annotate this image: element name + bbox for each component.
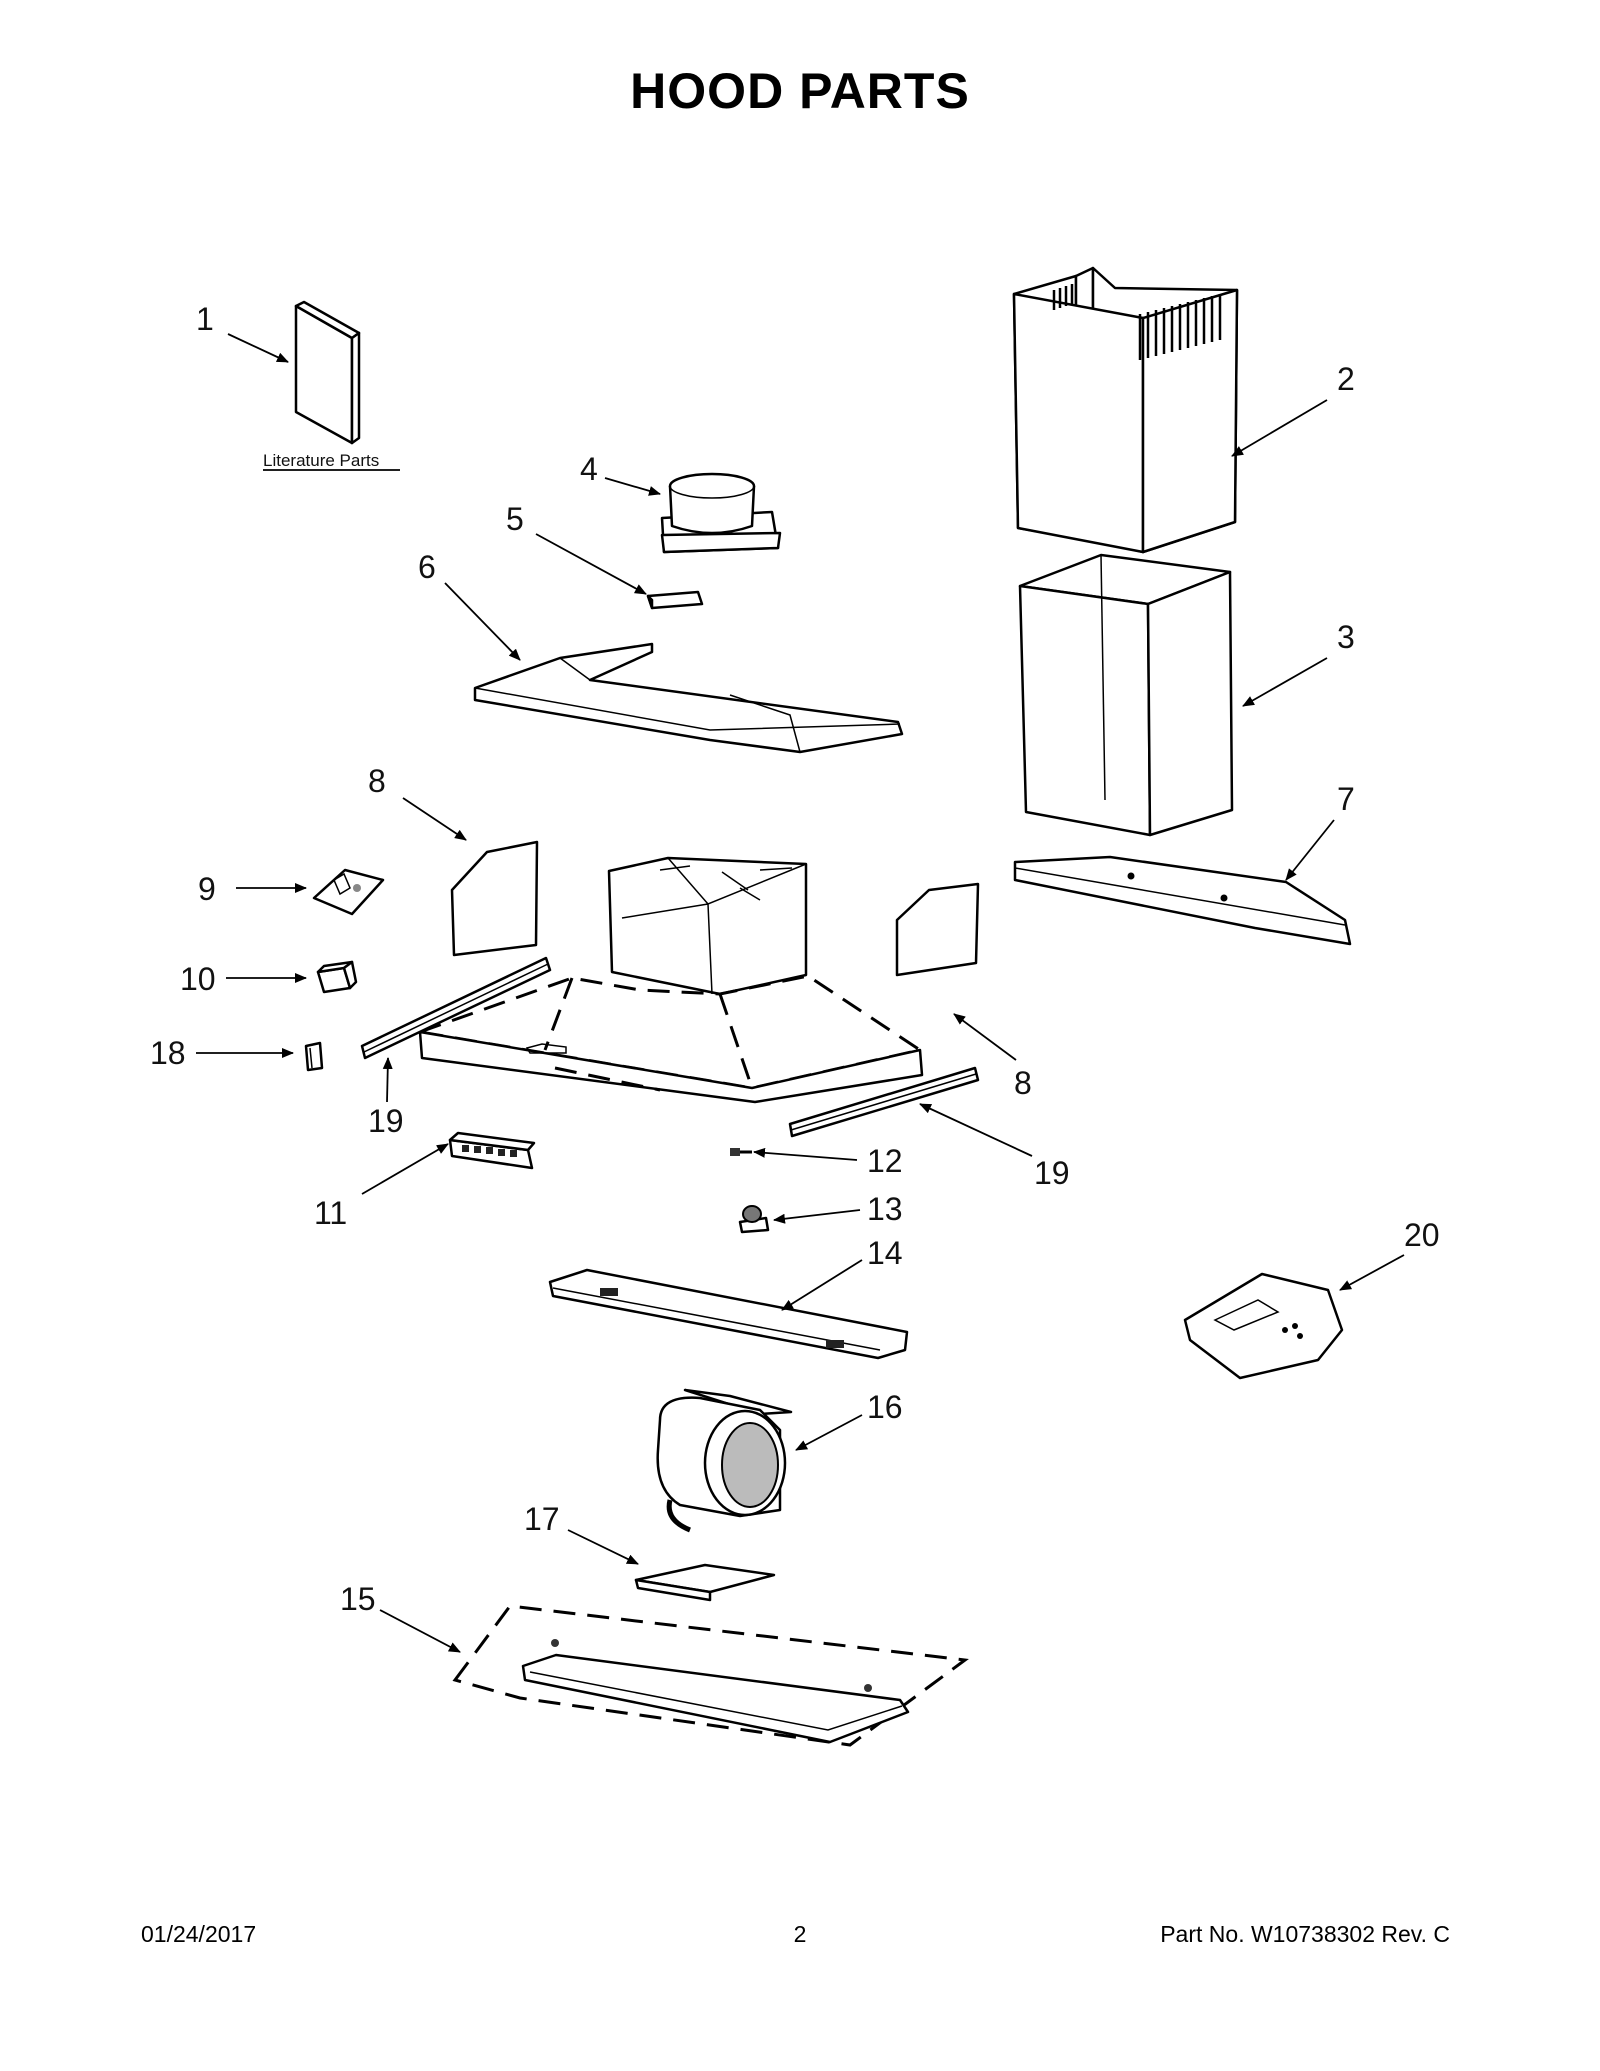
callout-19-right: 19 <box>1034 1155 1070 1191</box>
callout-13: 13 <box>867 1191 903 1227</box>
callout-8-right: 8 <box>1014 1065 1032 1101</box>
blower-motor-part <box>656 1388 793 1533</box>
callout-12: 12 <box>867 1143 903 1179</box>
callout-20: 20 <box>1404 1217 1440 1253</box>
callout-numbers: 1 2 3 4 5 6 7 8 8 9 10 18 19 19 11 12 13… <box>150 301 1440 1617</box>
callout-6: 6 <box>418 549 436 585</box>
relay-part <box>316 960 358 994</box>
callout-7: 7 <box>1337 781 1355 817</box>
lamp-part <box>738 1205 770 1234</box>
duct-connector-part <box>660 472 782 554</box>
callout-5: 5 <box>506 501 524 537</box>
callout-3: 3 <box>1337 619 1355 655</box>
footer-page-number: 2 <box>793 1921 807 1947</box>
upper-chimney-part <box>1012 266 1239 554</box>
callout-8-left: 8 <box>368 763 386 799</box>
callout-18: 18 <box>150 1035 186 1071</box>
callout-14: 14 <box>867 1235 903 1271</box>
page-title: HOOD PARTS <box>630 63 970 119</box>
bracket-part <box>646 590 704 610</box>
hood-trim-part <box>473 642 904 754</box>
filter-panel-right <box>895 882 980 977</box>
capacitor-part <box>304 1041 324 1072</box>
leader-lines <box>196 333 1405 1653</box>
hood-canopy-part <box>414 856 924 1104</box>
filter-panel-left <box>450 840 539 957</box>
wiring-packet-part <box>1183 1272 1344 1380</box>
callout-1: 1 <box>196 301 214 337</box>
callout-2: 2 <box>1337 361 1355 397</box>
screw-part <box>730 1148 752 1156</box>
switch-strip-part <box>448 1131 536 1170</box>
callout-15: 15 <box>340 1581 376 1617</box>
callout-4: 4 <box>580 451 598 487</box>
callout-17: 17 <box>524 1501 560 1537</box>
footer-part-number: Part No. W10738302 Rev. C <box>1160 1921 1450 1947</box>
literature-booklet-part <box>294 300 361 445</box>
light-channel-part <box>548 1268 909 1360</box>
callout-9: 9 <box>198 871 216 907</box>
callout-16: 16 <box>867 1389 903 1425</box>
callout-19-left: 19 <box>368 1103 404 1139</box>
filter-rail-left <box>360 956 552 1060</box>
lower-chimney-part <box>1018 553 1234 837</box>
filter-rail-right <box>788 1066 980 1138</box>
callout-11: 11 <box>314 1195 347 1231</box>
callout-10: 10 <box>180 961 216 997</box>
literature-parts-label: Literature Parts <box>263 451 379 470</box>
grease-filter-part <box>634 1563 776 1602</box>
bottom-panel-part <box>452 1604 969 1747</box>
control-board-part <box>312 868 385 916</box>
rear-support-part <box>1013 855 1352 946</box>
footer-date: 01/24/2017 <box>141 1921 257 1947</box>
